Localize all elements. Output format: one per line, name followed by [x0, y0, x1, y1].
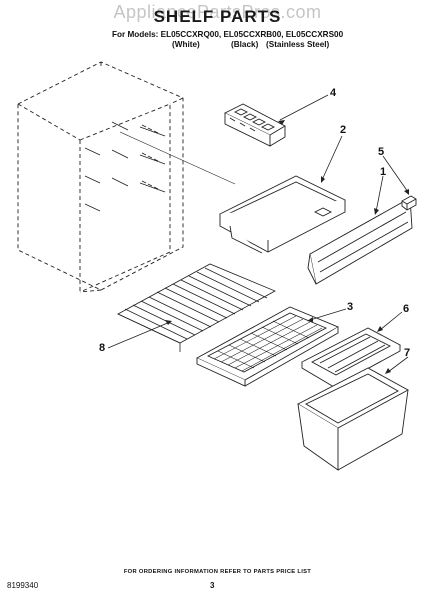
- callout-7: 7: [404, 347, 411, 359]
- drip-tray-part-2: [219, 175, 346, 254]
- callout-8: 8: [99, 342, 106, 354]
- crisper-lid-part-6: [301, 327, 401, 388]
- crisper-bin-part-7: [297, 367, 409, 471]
- wire-rack-part-8: [117, 263, 276, 352]
- callout-3: 3: [347, 301, 354, 313]
- clip-part-5: [401, 195, 417, 211]
- callout-6: 6: [403, 303, 410, 315]
- models-line: For Models: EL05CCXRQ00, EL05CCXRB00, EL…: [112, 30, 344, 39]
- grille-shelf-lattice: [213, 315, 323, 372]
- color-stainless: (Stainless Steel): [266, 40, 330, 49]
- color-black: (Black): [231, 40, 259, 49]
- callout-4: 4: [330, 87, 337, 99]
- watermark: AppliancePartsPros.com: [113, 2, 322, 22]
- color-white: (White): [172, 40, 200, 49]
- page-title: SHELF PARTS: [153, 7, 282, 26]
- ice-tray-part-4: [223, 103, 286, 147]
- cabinet-shelf-rails: [84, 121, 166, 212]
- callout-1: 1: [380, 166, 387, 178]
- leader-lines: [107, 94, 409, 373]
- document-number: 8199340: [7, 581, 39, 590]
- ordering-note: FOR ORDERING INFORMATION REFER TO PARTS …: [123, 569, 312, 575]
- callout-2: 2: [340, 124, 347, 136]
- page-number: 3: [210, 581, 215, 590]
- cabinet-lead-line: [119, 131, 236, 185]
- cabinet-outline: [17, 61, 184, 293]
- leader-arrowheads: [165, 120, 409, 374]
- shelf-trim-part-1: [307, 197, 413, 285]
- callout-5: 5: [378, 146, 385, 158]
